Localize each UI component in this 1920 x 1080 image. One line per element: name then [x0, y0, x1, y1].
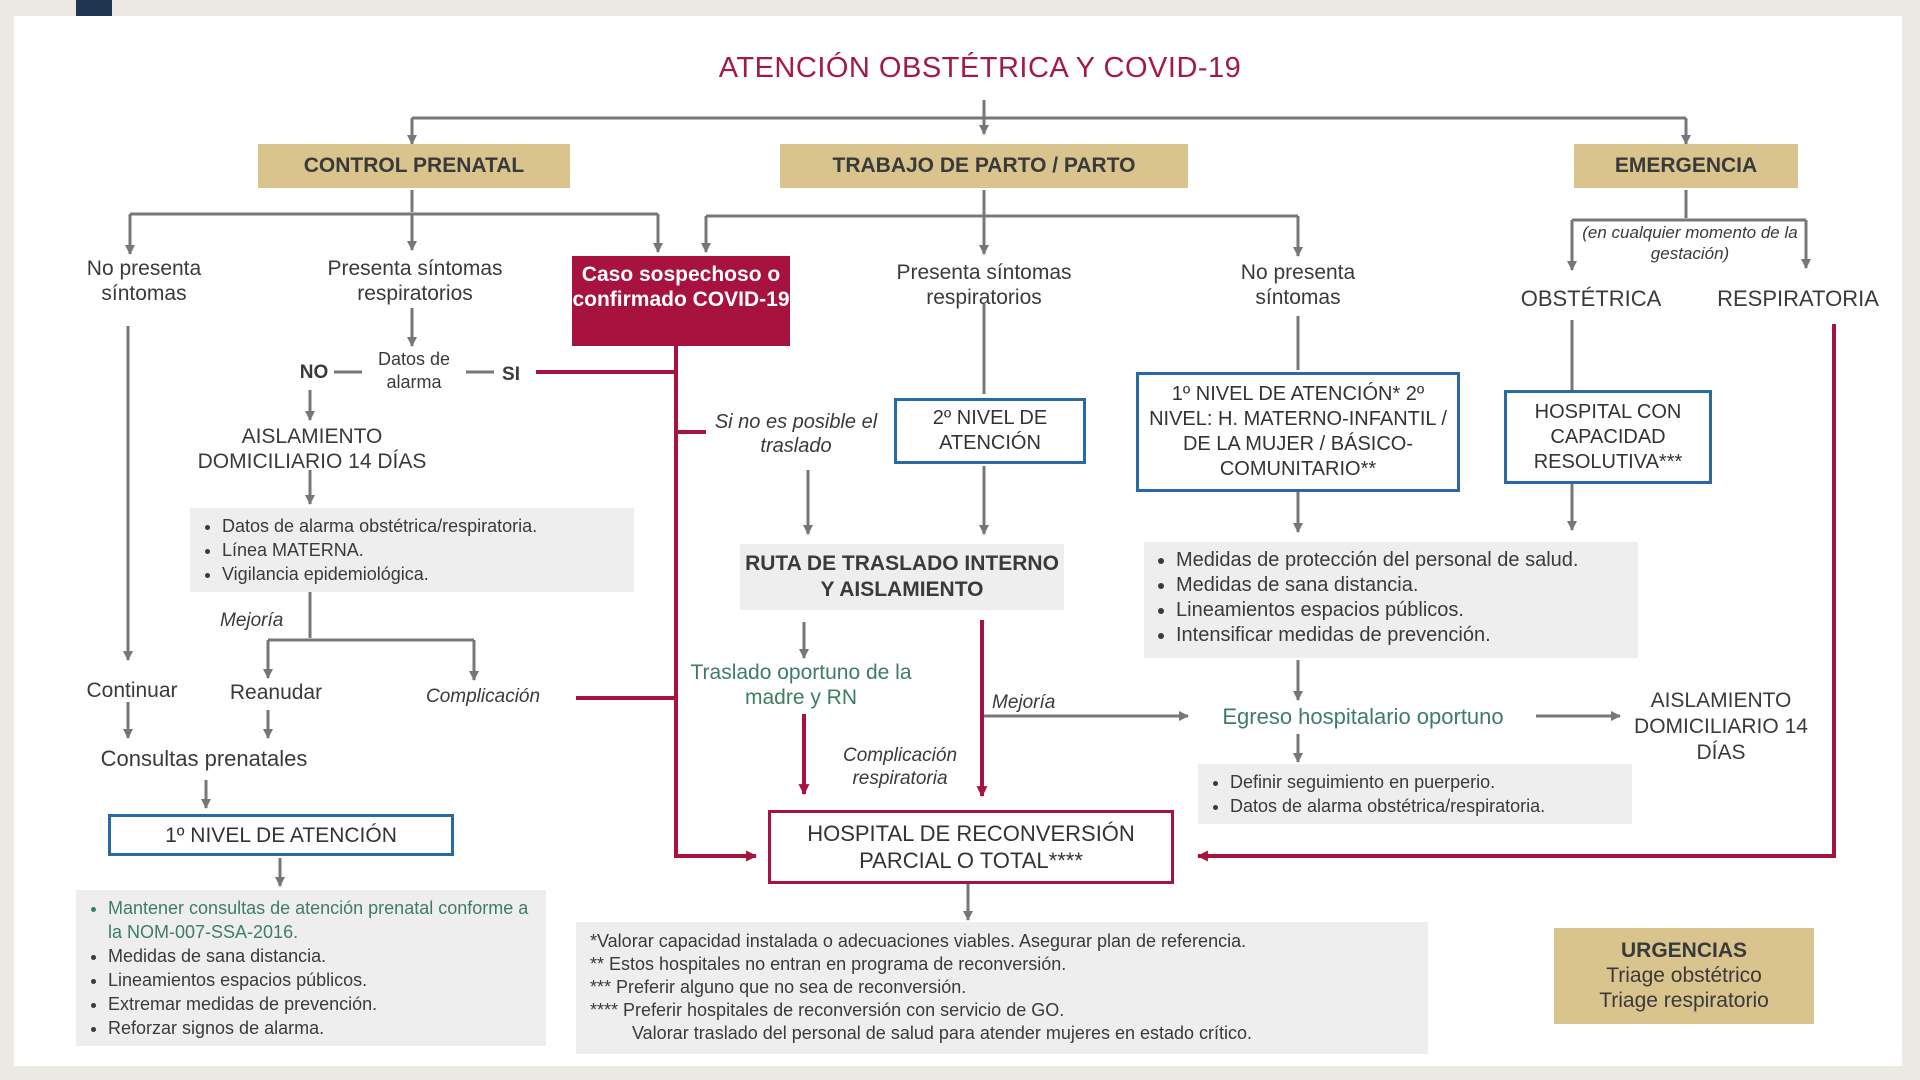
label-si-no-es-posible: Si no es posible el traslado	[714, 411, 878, 457]
label-mejoria-prenatal: Mejoría	[220, 610, 284, 631]
list-item: Medidas de sana distancia.	[1176, 573, 1626, 598]
box-hospital-capacidad-resolutiva: HOSPITAL CON CAPACIDAD RESOLUTIVA***	[1504, 390, 1712, 484]
footnote-4: **** Preferir hospitales de reconversión…	[590, 1000, 1065, 1020]
list-item: Datos de alarma obstétrica/respiratoria.	[222, 514, 622, 538]
label-en-cualquier-momento: (en cualquier momento de la gestación)	[1582, 223, 1798, 263]
urgencias-triage-obstetrico: Triage obstétrico	[1606, 964, 1762, 987]
list-item: Lineamientos espacios públicos.	[1176, 598, 1626, 623]
prenatal-measures-box: Mantener consultas de atención prenatal …	[76, 890, 546, 1046]
list-item: Línea MATERNA.	[222, 538, 622, 562]
label-egreso-hospitalario: Egreso hospitalario oportuno	[1222, 704, 1504, 729]
box-primer-nivel-atencion: 1º NIVEL DE ATENCIÓN	[108, 814, 454, 856]
label-presenta-sintomas-parto: Presenta síntomas respiratorios	[896, 261, 1072, 309]
box-urgencias: URGENCIAS Triage obstétrico Triage respi…	[1554, 928, 1814, 1024]
label-aislamiento-domiciliario-parto: AISLAMIENTO DOMICILIARIO 14 DÍAS	[1634, 689, 1808, 764]
footnote-2: ** Estos hospitales no entran en program…	[590, 954, 1067, 974]
list-item: Medidas de protección del personal de sa…	[1176, 548, 1626, 573]
list-item: Datos de alarma obstétrica/respiratoria.	[1230, 794, 1620, 818]
list-item: Lineamientos espacios públicos.	[108, 968, 534, 992]
seguimiento-box: Definir seguimiento en puerperio. Datos …	[1198, 764, 1632, 824]
label-no-presenta-sintomas: No presenta síntomas	[86, 257, 202, 305]
list-item: Extremar medidas de prevención.	[108, 992, 534, 1016]
label-consultas-prenatales: Consultas prenatales	[100, 746, 308, 771]
box-hospital-reconversion: HOSPITAL DE RECONVERSIÓN PARCIAL O TOTAL…	[768, 810, 1174, 884]
box-segundo-nivel: 2º NIVEL DE ATENCIÓN	[894, 398, 1086, 464]
footnote-3: *** Preferir alguno que no sea de reconv…	[590, 977, 967, 997]
label-no: NO	[299, 362, 329, 383]
list-item: Vigilancia epidemiológica.	[222, 562, 622, 586]
label-respiratoria: RESPIRATORIA	[1717, 286, 1879, 311]
label-presenta-sintomas: Presenta síntomas respiratorios	[327, 257, 503, 305]
box-caso-sospechoso: Caso sospechoso o confirmado COVID-19	[572, 256, 790, 346]
label-obstetrica: OBSTÉTRICA	[1520, 286, 1662, 311]
urgencias-title: URGENCIAS	[1620, 939, 1747, 962]
box-ruta-traslado: RUTA DE TRASLADO INTERNO Y AISLAMIENTO	[740, 544, 1064, 610]
label-datos-alarma: Datos de alarma	[377, 349, 451, 392]
branch-trabajo-de-parto: TRABAJO DE PARTO / PARTO	[780, 144, 1188, 188]
label-aislamiento-domiciliario: AISLAMIENTO DOMICILIARIO 14 DÍAS	[197, 425, 427, 473]
alarm-info-box: Datos de alarma obstétrica/respiratoria.…	[190, 508, 634, 592]
footnote-1: *Valorar capacidad instalada o adecuacio…	[590, 931, 1247, 951]
label-complicacion-respiratoria: Complicación respiratoria	[842, 745, 958, 789]
corner-tab	[76, 0, 112, 16]
list-item: Reforzar signos de alarma.	[108, 1016, 534, 1040]
urgencias-triage-respiratorio: Triage respiratorio	[1599, 989, 1769, 1012]
list-item: Definir seguimiento en puerperio.	[1230, 770, 1620, 794]
label-mejoria-parto: Mejoría	[992, 692, 1056, 713]
list-item: Mantener consultas de atención prenatal …	[108, 896, 534, 944]
label-traslado-oportuno: Traslado oportuno de la madre y RN	[690, 661, 912, 709]
label-no-presenta-sintomas-parto: No presenta síntomas	[1240, 261, 1356, 309]
label-si: SI	[502, 364, 520, 385]
list-item: Intensificar medidas de prevención.	[1176, 623, 1626, 648]
footnote-4-continued: Valorar traslado del personal de salud p…	[632, 1023, 1253, 1043]
diagram-title: ATENCIÓN OBSTÉTRICA Y COVID-19	[718, 52, 1242, 84]
label-reanudar: Reanudar	[229, 681, 323, 704]
footnotes-box: *Valorar capacidad instalada o adecuacio…	[576, 922, 1428, 1054]
label-complicacion-prenatal: Complicación	[426, 686, 541, 707]
list-item: Medidas de sana distancia.	[108, 944, 534, 968]
box-primer-segundo-nivel: 1º NIVEL DE ATENCIÓN* 2º NIVEL: H. MATER…	[1136, 372, 1460, 492]
measures-box-parto: Medidas de protección del personal de sa…	[1144, 542, 1638, 658]
label-continuar: Continuar	[86, 679, 178, 702]
branch-control-prenatal: CONTROL PRENATAL	[258, 144, 570, 188]
branch-emergencia: EMERGENCIA	[1574, 144, 1798, 188]
